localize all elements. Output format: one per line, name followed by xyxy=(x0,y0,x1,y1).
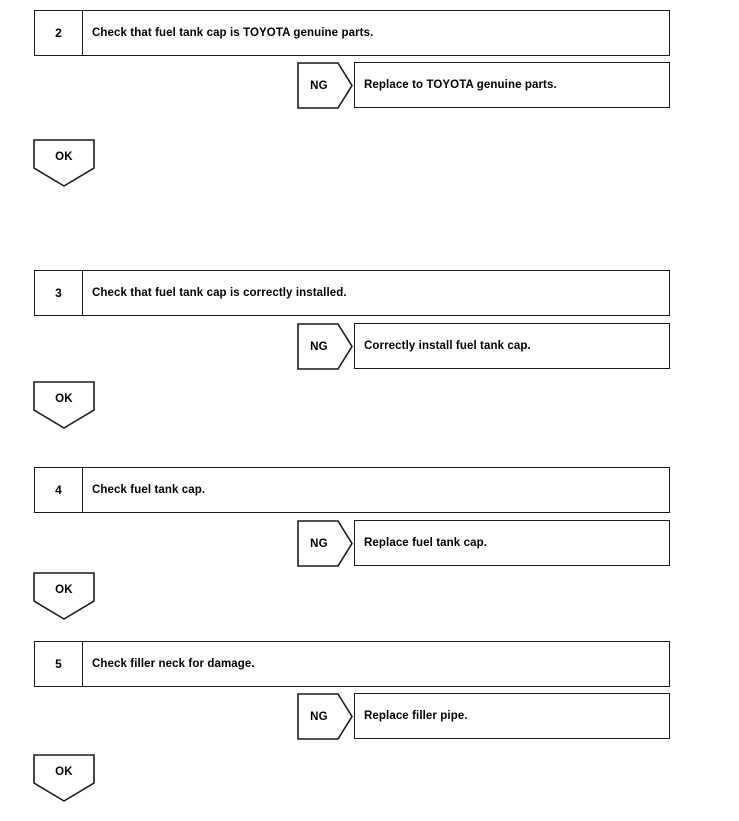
ng-pentagon-shape-icon xyxy=(297,62,353,109)
ok-label-3: OK xyxy=(55,393,73,405)
ng-label-3: NG xyxy=(310,340,328,353)
ok-label-2: OK xyxy=(55,151,73,163)
ng-pentagon-2: NG xyxy=(297,62,353,109)
step-check-text-3: Check that fuel tank cap is correctly in… xyxy=(92,287,347,299)
ng-action-box-5: Replace filler pipe. xyxy=(354,693,670,739)
step-box-4: 4 Check fuel tank cap. xyxy=(34,467,670,513)
ok-pentagon-3: OK xyxy=(33,381,95,429)
ok-label-5: OK xyxy=(55,766,73,778)
step-number-3: 3 xyxy=(35,271,83,315)
ng-label-2: NG xyxy=(310,79,328,92)
ok-pentagon-shape-icon xyxy=(33,381,95,429)
step-box-5: 5 Check filler neck for damage. xyxy=(34,641,670,687)
ng-pentagon-shape-icon xyxy=(297,520,353,567)
ng-pentagon-3: NG xyxy=(297,323,353,370)
ng-pentagon-4: NG xyxy=(297,520,353,567)
step-check-text-2: Check that fuel tank cap is TOYOTA genui… xyxy=(92,27,374,39)
step-check-text-4: Check fuel tank cap. xyxy=(92,484,206,496)
ok-pentagon-shape-icon xyxy=(33,572,95,620)
ng-label-5: NG xyxy=(310,710,328,723)
step-number-2: 2 xyxy=(35,11,83,55)
step-check-text-5: Check filler neck for damage. xyxy=(92,658,255,670)
step-box-2: 2 Check that fuel tank cap is TOYOTA gen… xyxy=(34,10,670,56)
ng-pentagon-5: NG xyxy=(297,693,353,740)
ng-pentagon-shape-icon xyxy=(297,693,353,740)
ok-pentagon-shape-icon xyxy=(33,139,95,187)
ok-pentagon-5: OK xyxy=(33,754,95,802)
ok-label-4: OK xyxy=(55,584,73,596)
step-number-5: 5 xyxy=(35,642,83,686)
ok-pentagon-shape-icon xyxy=(33,754,95,802)
ng-action-box-2: Replace to TOYOTA genuine parts. xyxy=(354,62,670,108)
ok-pentagon-4: OK xyxy=(33,572,95,620)
ng-action-box-3: Correctly install fuel tank cap. xyxy=(354,323,670,369)
ng-pentagon-shape-icon xyxy=(297,323,353,370)
ng-action-box-4: Replace fuel tank cap. xyxy=(354,520,670,566)
ng-label-4: NG xyxy=(310,537,328,550)
ok-pentagon-2: OK xyxy=(33,139,95,187)
step-box-3: 3 Check that fuel tank cap is correctly … xyxy=(34,270,670,316)
step-number-4: 4 xyxy=(35,468,83,512)
